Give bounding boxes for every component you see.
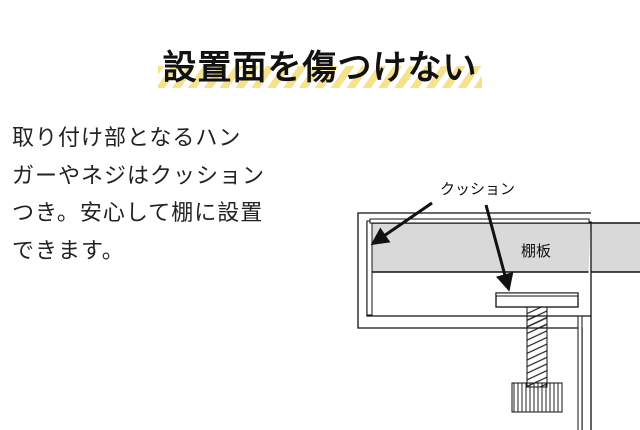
title-banner: 設置面を傷つけない bbox=[158, 40, 482, 90]
arrow-pad-cushion bbox=[484, 204, 514, 292]
shelf-board bbox=[369, 222, 640, 273]
description-line: ガーやネジはクッション bbox=[12, 163, 266, 189]
shelf-label: 棚板 bbox=[521, 242, 551, 260]
description-line: できます。 bbox=[12, 238, 125, 264]
description-line: 取り付け部となるハン bbox=[12, 126, 242, 151]
title-highlight-stripes bbox=[158, 66, 482, 88]
left-cushion bbox=[366, 220, 373, 316]
screw-knob bbox=[511, 382, 563, 413]
description-line: つき。安心して棚に設置 bbox=[12, 201, 264, 226]
cushion-label: クッション bbox=[440, 180, 515, 198]
arrow-left-cushion bbox=[370, 201, 433, 246]
page-title: 設置面を傷つけない bbox=[162, 48, 478, 88]
description: 取り付け部となるハン ガーやネジはクッション つき。安心して棚に設置 できます。 bbox=[12, 120, 265, 270]
top-cushion bbox=[369, 218, 590, 224]
